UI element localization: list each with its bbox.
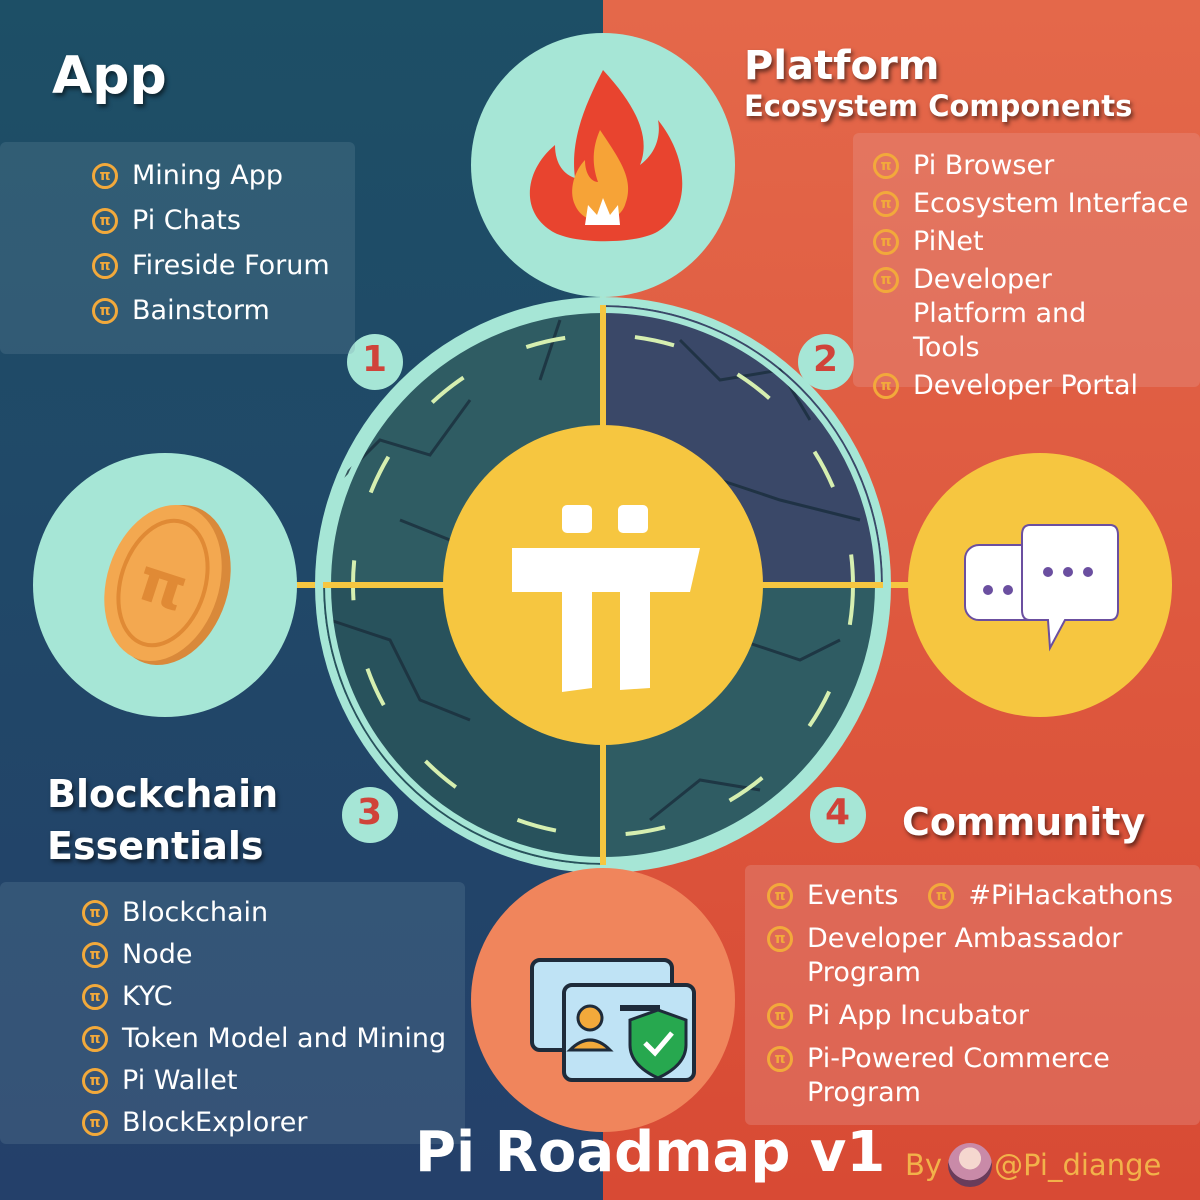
pi-coin-icon: π <box>92 208 118 234</box>
pi-coin-icon: π <box>82 900 108 926</box>
number-badges <box>342 334 866 843</box>
byline-by: By <box>905 1148 943 1182</box>
pi-coin-icon: π <box>767 883 793 909</box>
pi-coin-icon: π <box>92 253 118 279</box>
pi-coin-icon: π <box>767 926 793 952</box>
pi-coin-icon: π <box>767 1046 793 1072</box>
coin-icon: π <box>33 453 297 717</box>
pi-coin-icon: π <box>92 163 118 189</box>
pi-coin-icon: π <box>82 984 108 1010</box>
pi-coin-icon: π <box>82 1026 108 1052</box>
badge-number-3: 3 <box>357 792 383 833</box>
list-item: π#PiHackathons <box>928 879 1173 913</box>
pi-coin-icon: π <box>873 153 899 179</box>
blockchain-title-line2: Essentials <box>47 824 264 868</box>
chat-bubbles-icon <box>908 453 1172 717</box>
blockchain-title-line1: Blockchain <box>47 772 279 816</box>
community-title: Community <box>902 800 1146 844</box>
pi-coin-icon: π <box>928 883 955 909</box>
id-card-shield-icon <box>471 868 735 1132</box>
pi-coin-icon: π <box>82 1068 108 1094</box>
badge-number-1: 1 <box>362 339 388 380</box>
badge-number-4: 4 <box>825 792 851 833</box>
platform-title: Platform <box>744 43 940 89</box>
pi-logo-icon <box>443 425 763 745</box>
pi-coin-icon: π <box>82 1110 108 1136</box>
pi-coin-icon: π <box>92 298 118 324</box>
badge-number-2: 2 <box>813 339 839 380</box>
platform-subtitle: Ecosystem Components <box>744 89 1133 123</box>
fire-icon <box>471 33 735 297</box>
avatar <box>948 1143 993 1187</box>
app-title: App <box>52 46 167 106</box>
author-handle: @Pi_diange <box>994 1148 1162 1182</box>
pi-coin-icon: π <box>873 191 899 217</box>
pi-coin-icon: π <box>767 1003 793 1029</box>
author-byline: By @Pi_diange <box>905 1143 1161 1187</box>
pi-coin-icon: π <box>82 942 108 968</box>
pi-coin-icon: π <box>873 373 899 399</box>
page-title: Pi Roadmap v1 <box>415 1120 886 1185</box>
pi-coin-icon: π <box>873 229 899 255</box>
pi-coin-icon: π <box>873 267 899 293</box>
